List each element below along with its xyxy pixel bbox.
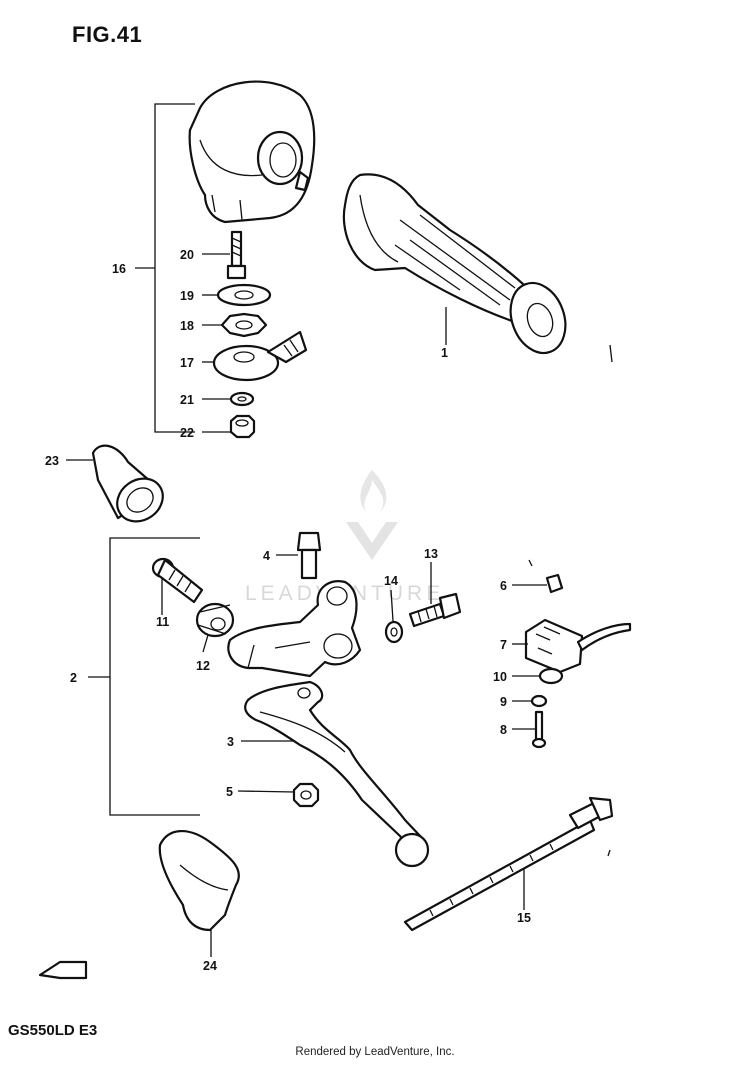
callout-15: 15: [517, 911, 531, 925]
footer-credit: Rendered by LeadVenture, Inc.: [295, 1046, 455, 1058]
leader-lines: [66, 253, 547, 957]
fitting-6: [528, 559, 564, 594]
grip-1: [342, 173, 567, 355]
spacer-10: [538, 667, 564, 685]
nut-5: [292, 782, 320, 808]
callout-1: 1: [441, 346, 448, 360]
callout-19: 19: [180, 289, 194, 303]
callout-24: 24: [203, 959, 217, 973]
callout-20: 20: [180, 248, 194, 262]
washer-19: [216, 283, 272, 307]
callout-16: 16: [112, 262, 126, 276]
callout-21: 21: [180, 393, 194, 407]
stray-mark: [607, 849, 611, 857]
model-label: GS550LD E3: [8, 1022, 98, 1039]
figure-title: FIG.41: [72, 22, 143, 47]
callout-4: 4: [263, 549, 270, 563]
fwd-arrow-label: FWD: [58, 967, 76, 976]
bracket-2: [88, 537, 200, 816]
callout-labels: 1 2 3 4 5 6 7 8 9 10 11 12 13 14 15 16 1…: [45, 248, 531, 973]
callout-8: 8: [500, 723, 507, 737]
screw-8: [531, 710, 547, 749]
bracket-16: [135, 103, 195, 433]
choke-lever-17: [212, 330, 308, 382]
washer-14: [384, 620, 404, 644]
callout-2: 2: [70, 671, 77, 685]
fwd-arrow: FWD: [38, 960, 88, 980]
bolt-13: [408, 592, 462, 628]
adjuster-screw-11: [151, 557, 204, 604]
boot-23: [91, 444, 164, 523]
lock-washer-18: [220, 312, 268, 338]
switch-7: [524, 618, 632, 674]
cover-24: [158, 829, 240, 932]
stray-mark: [609, 344, 613, 363]
callout-3: 3: [227, 735, 234, 749]
callout-22: 22: [180, 426, 194, 440]
adjuster-nut-12: [195, 602, 235, 638]
callout-23: 23: [45, 454, 59, 468]
callout-17: 17: [180, 356, 194, 370]
callout-14: 14: [384, 574, 398, 588]
lever-bracket: [227, 580, 362, 678]
callout-6: 6: [500, 579, 507, 593]
callout-12: 12: [196, 659, 210, 673]
callout-5: 5: [226, 785, 233, 799]
washer-9: [530, 694, 548, 708]
callout-18: 18: [180, 319, 194, 333]
callout-7: 7: [500, 638, 507, 652]
lever-3: [244, 680, 430, 868]
washer-21: [229, 391, 255, 407]
cable-tie-15: [403, 796, 614, 932]
callout-13: 13: [424, 547, 438, 561]
callout-10: 10: [493, 670, 507, 684]
callout-11: 11: [156, 615, 169, 629]
screw-20: [226, 230, 247, 280]
pivot-bolt-4: [296, 531, 322, 580]
switch-housing: [188, 80, 316, 224]
callout-9: 9: [500, 695, 507, 709]
nut-22: [229, 414, 256, 439]
